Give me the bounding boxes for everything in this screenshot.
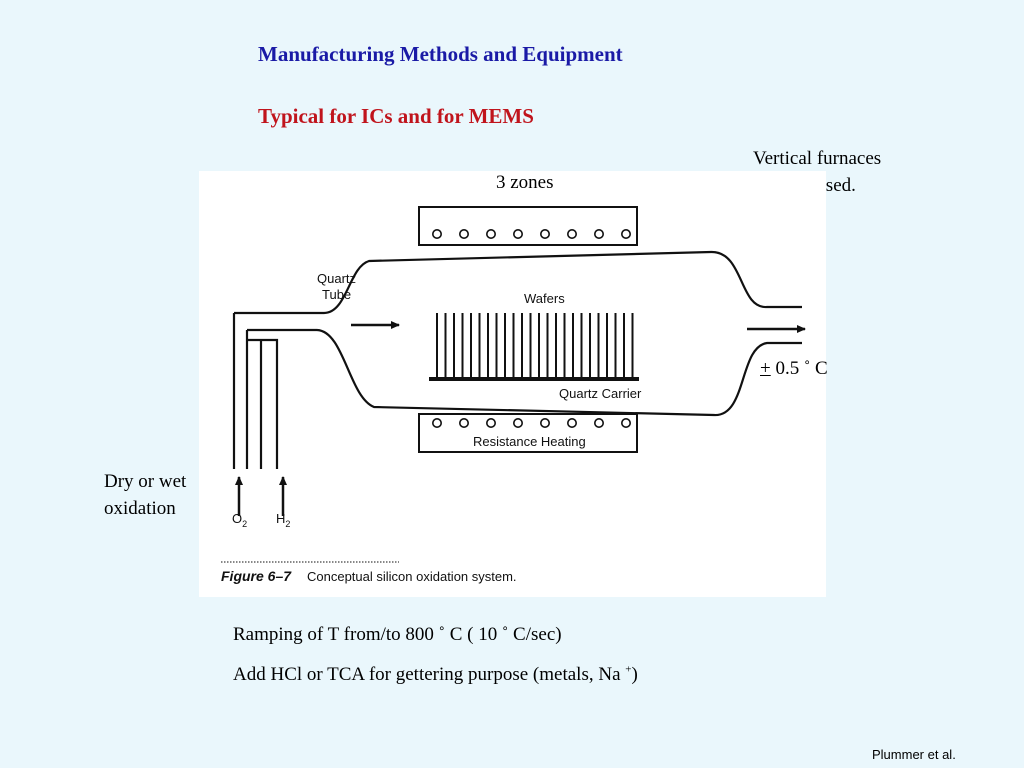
bottom-heater: Resistance Heating	[418, 413, 638, 453]
bottom-heater-coil	[593, 418, 604, 429]
bottom-heater-coil	[458, 418, 469, 429]
caption-text: Conceptual silicon oxidation system.	[307, 569, 517, 584]
sodium-charge: +	[625, 663, 632, 676]
h2-label: H2	[276, 511, 290, 529]
wafers-label: Wafers	[524, 291, 565, 306]
oxidation-system-figure: 3 zones Quartz Tube Wafers Quartz Carrie…	[199, 171, 826, 597]
top-heater-coil	[566, 228, 577, 239]
slide-title: Manufacturing Methods and Equipment	[258, 42, 623, 66]
quartz-tube-label-1: Quartz	[317, 271, 356, 286]
top-heater-coil	[458, 228, 469, 239]
slide-subtitle: Typical for ICs and for MEMS	[258, 104, 534, 128]
caption-figure-number: Figure 6–7	[221, 568, 292, 584]
top-heater-coil	[620, 228, 631, 239]
oxidation-note-line2: oxidation	[104, 498, 176, 519]
bottom-heater-coil	[539, 418, 550, 429]
temperature-tolerance: + 0.5 ˚ C	[760, 358, 828, 380]
bottom-heater-coil	[485, 418, 496, 429]
bottom-heater-coil	[432, 418, 443, 429]
gettering-text: Add HCl or TCA for gettering purpose (me…	[233, 664, 626, 685]
vertical-note-line1: Vertical furnaces	[753, 148, 882, 169]
credit-text: Plummer et al.	[872, 747, 956, 762]
bottom-heater-coil	[620, 418, 631, 429]
wafer-stack	[436, 313, 634, 377]
quartz-tube-label-2: Tube	[322, 287, 351, 302]
gettering-note: Add HCl or TCA for gettering purpose (me…	[233, 664, 638, 686]
quartz-carrier	[429, 377, 639, 381]
top-heater-coil	[485, 228, 496, 239]
quartz-tube	[232, 250, 802, 469]
top-heater-coil	[432, 228, 443, 239]
ramping-note: Ramping of T from/to 800 ˚ C ( 10 ˚ C/se…	[233, 624, 562, 645]
quartz-carrier-label: Quartz Carrier	[559, 386, 642, 401]
bottom-heater-coil	[512, 418, 523, 429]
zones-label: 3 zones	[496, 172, 554, 193]
top-heater	[418, 206, 638, 246]
tolerance-value: 0.5 ˚ C	[770, 358, 828, 379]
plus-minus-sign: +	[760, 358, 771, 379]
top-heater-coil	[593, 228, 604, 239]
o2-label: O2	[232, 511, 247, 529]
gettering-close: )	[631, 664, 638, 685]
bottom-heater-coils	[432, 418, 631, 429]
oxidation-note: Dry or wet oxidation	[104, 468, 186, 522]
oxidation-diagram: 3 zones Quartz Tube Wafers Quartz Carrie…	[221, 172, 806, 584]
resistance-heating-label: Resistance Heating	[473, 434, 586, 449]
top-heater-coil	[512, 228, 523, 239]
top-heater-coils	[432, 228, 631, 239]
bottom-heater-coil	[566, 418, 577, 429]
oxidation-note-line1: Dry or wet	[104, 471, 187, 492]
top-heater-coil	[539, 228, 550, 239]
